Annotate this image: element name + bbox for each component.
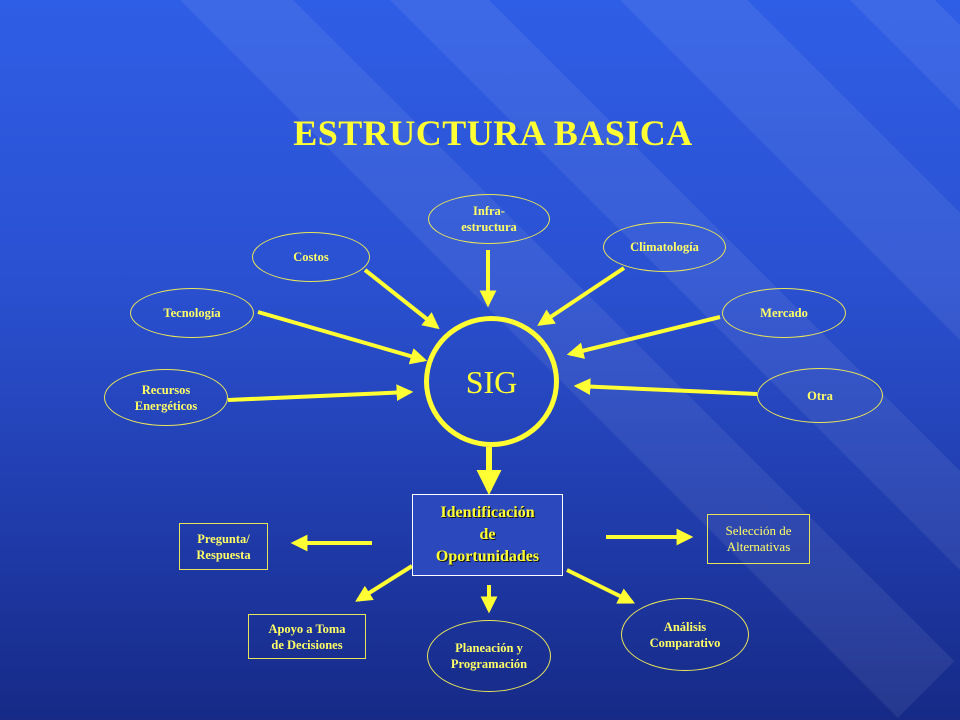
arrow-recursos-to-sig <box>227 384 414 402</box>
arrow-mercado-to-sig <box>566 315 721 359</box>
node-recursos-label: Recursos Energéticos <box>134 382 198 413</box>
node-seleccion: Selección de Alternativas <box>707 514 810 564</box>
node-seleccion-label: Selección de Alternativas <box>725 523 792 554</box>
node-analisis-label: Análisis Comparativo <box>649 619 721 650</box>
node-costos: Costos <box>252 232 370 282</box>
node-tecnologia-label: Tecnología <box>163 306 221 320</box>
slide-title: ESTRUCTURA BASICA <box>293 113 693 153</box>
node-costos-label: Costos <box>293 250 329 264</box>
node-climatologia: Climatología <box>603 222 726 272</box>
node-infraestructura: Infra- estructura <box>428 194 550 244</box>
identificacion-label: Identificación de Oportunidades <box>435 504 540 565</box>
identificacion-box: Identificación de Oportunidades <box>412 494 563 576</box>
node-tecnologia: Tecnología <box>130 288 254 338</box>
sig-label: SIG <box>465 363 518 400</box>
node-mercado-label: Mercado <box>760 306 808 320</box>
node-otra-label: Otra <box>807 388 833 403</box>
node-infraestructura-label: Infra- estructura <box>461 204 517 234</box>
node-planeacion: Planeación y Programación <box>427 620 551 692</box>
arrow-climatologia-to-sig <box>537 266 626 326</box>
node-recursos: Recursos Energéticos <box>104 369 228 426</box>
node-apoyo-label: Apoyo a Toma de Decisiones <box>268 621 346 652</box>
node-pregunta: Pregunta/ Respuesta <box>179 523 268 570</box>
node-mercado: Mercado <box>722 288 846 338</box>
node-pregunta-label: Pregunta/ Respuesta <box>196 531 251 562</box>
arrow-costos-to-sig <box>363 268 440 330</box>
arrow-to-analisis <box>566 568 636 604</box>
node-apoyo: Apoyo a Toma de Decisiones <box>248 614 366 659</box>
arrow-tecnologia-to-sig <box>257 310 428 365</box>
arrow-to-apoyo <box>355 564 414 602</box>
node-analisis: Análisis Comparativo <box>621 598 749 671</box>
node-otra: Otra <box>757 368 883 423</box>
arrow-otra-to-sig <box>573 378 758 396</box>
node-climatologia-label: Climatología <box>630 240 699 254</box>
sig-circle: SIG <box>424 316 559 447</box>
node-planeacion-label: Planeación y Programación <box>450 641 528 671</box>
